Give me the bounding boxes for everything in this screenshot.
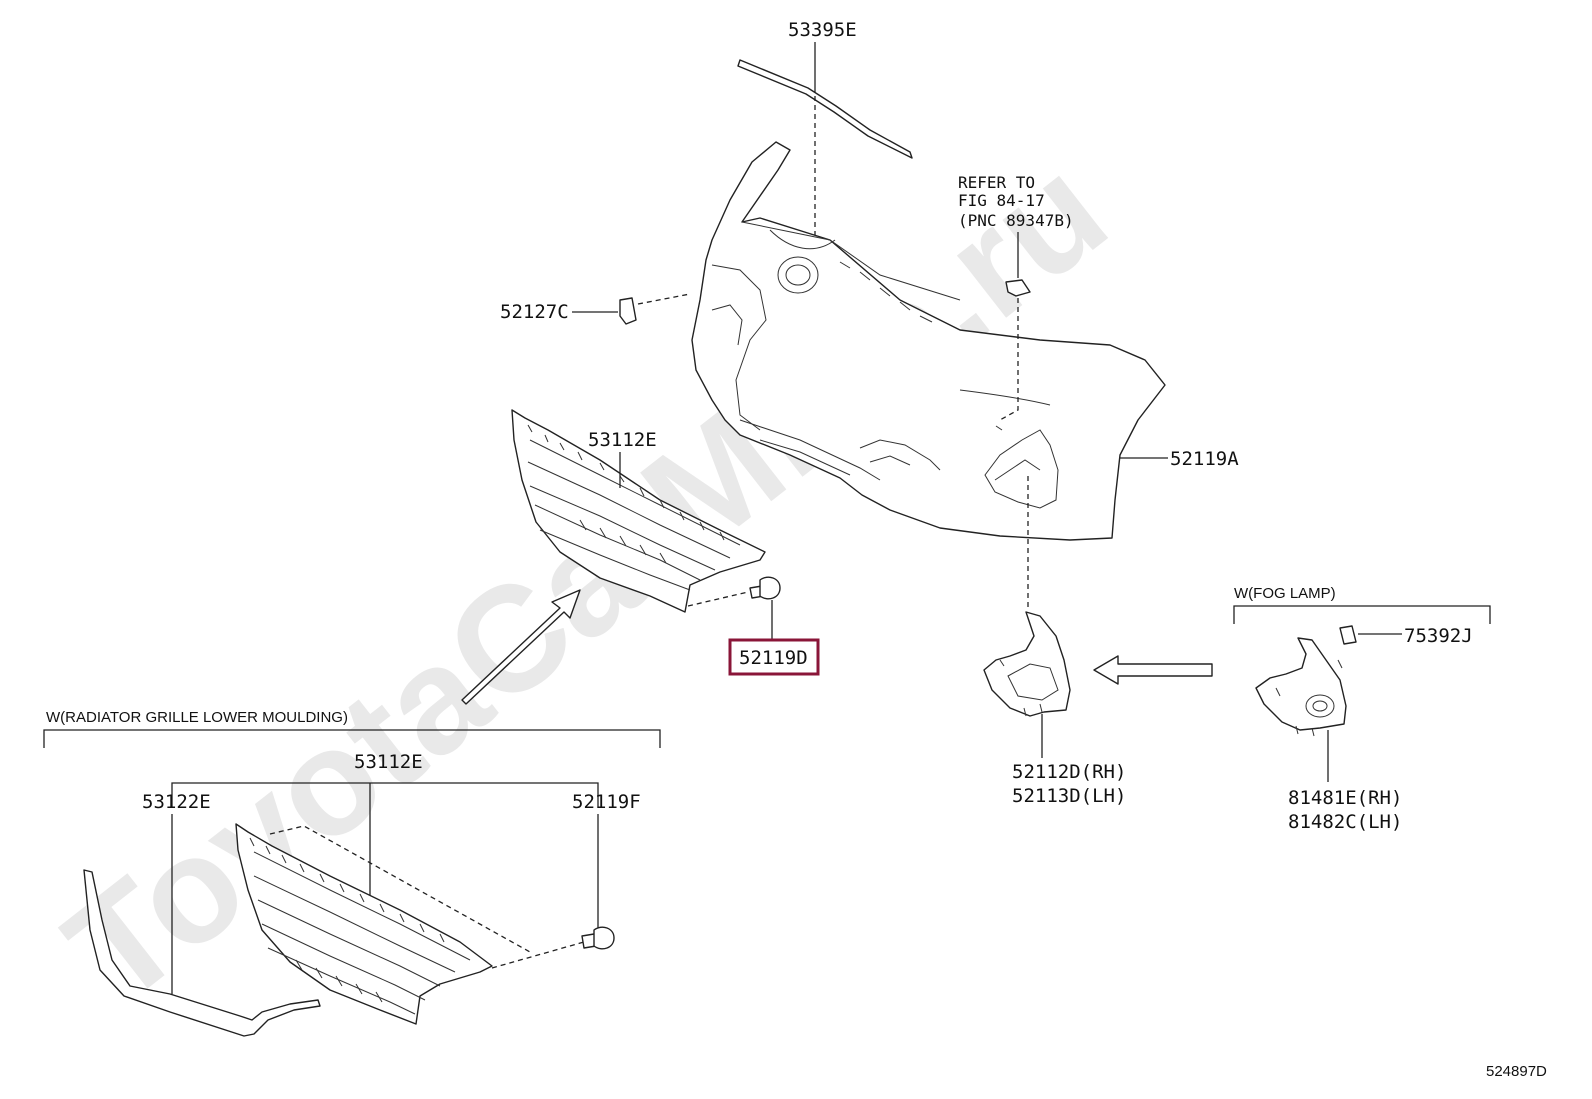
arrow-left-icon: [1093, 655, 1213, 685]
label-75392j: 75392J: [1404, 625, 1473, 647]
label-52112d: 52112D(RH): [1012, 761, 1126, 783]
label-53112e-sub: 53112E: [354, 751, 423, 773]
part-52119f-screw: [581, 926, 615, 950]
part-53112e-grille: [511, 409, 766, 613]
label-53122e: 53122E: [142, 791, 211, 813]
part-53395e-strip: [737, 59, 913, 159]
group-bracket-radiator: [43, 729, 661, 748]
part-75392j-clip: [1339, 625, 1357, 645]
diagram-ref-code: 524897D: [1486, 1063, 1547, 1080]
label-52119a: 52119A: [1170, 448, 1239, 470]
clip-89347b: [1005, 279, 1031, 297]
arrow-up-right-icon: [461, 589, 581, 705]
label-81482c: 81482C(LH): [1288, 811, 1402, 833]
watermark: ToyotaCarMine.ru: [36, 125, 1135, 1036]
part-81481e-fog-lamp: [1255, 637, 1347, 737]
label-52113d: 52113D(LH): [1012, 785, 1126, 807]
label-52119f: 52119F: [572, 791, 641, 813]
highlight-52119d: [728, 638, 820, 676]
group-label-fog-lamp: W(FOG LAMP): [1234, 585, 1336, 602]
label-52119d: 52119D: [739, 647, 808, 669]
refer-note-line-3: (PNC 89347B): [958, 211, 1074, 230]
refer-note-line-1: REFER TO: [958, 173, 1035, 192]
refer-note-line-2: FIG 84-17: [958, 191, 1045, 210]
part-52127c-clip: [619, 297, 637, 325]
group-bracket-fog: [1233, 605, 1491, 624]
part-52112d-fog-cover: [983, 611, 1071, 717]
label-53112e-main: 53112E: [588, 429, 657, 451]
part-53112e-grille-sub: [235, 823, 493, 1025]
part-52119d-screw: [749, 576, 781, 600]
group-label-radiator-moulding: W(RADIATOR GRILLE LOWER MOULDING): [46, 709, 348, 726]
label-52127c: 52127C: [500, 301, 569, 323]
part-53122e-moulding: [83, 869, 321, 1037]
label-81481e: 81481E(RH): [1288, 787, 1402, 809]
part-52119a-bumper-cover: [691, 141, 1166, 541]
label-53395e: 53395E: [788, 19, 857, 41]
